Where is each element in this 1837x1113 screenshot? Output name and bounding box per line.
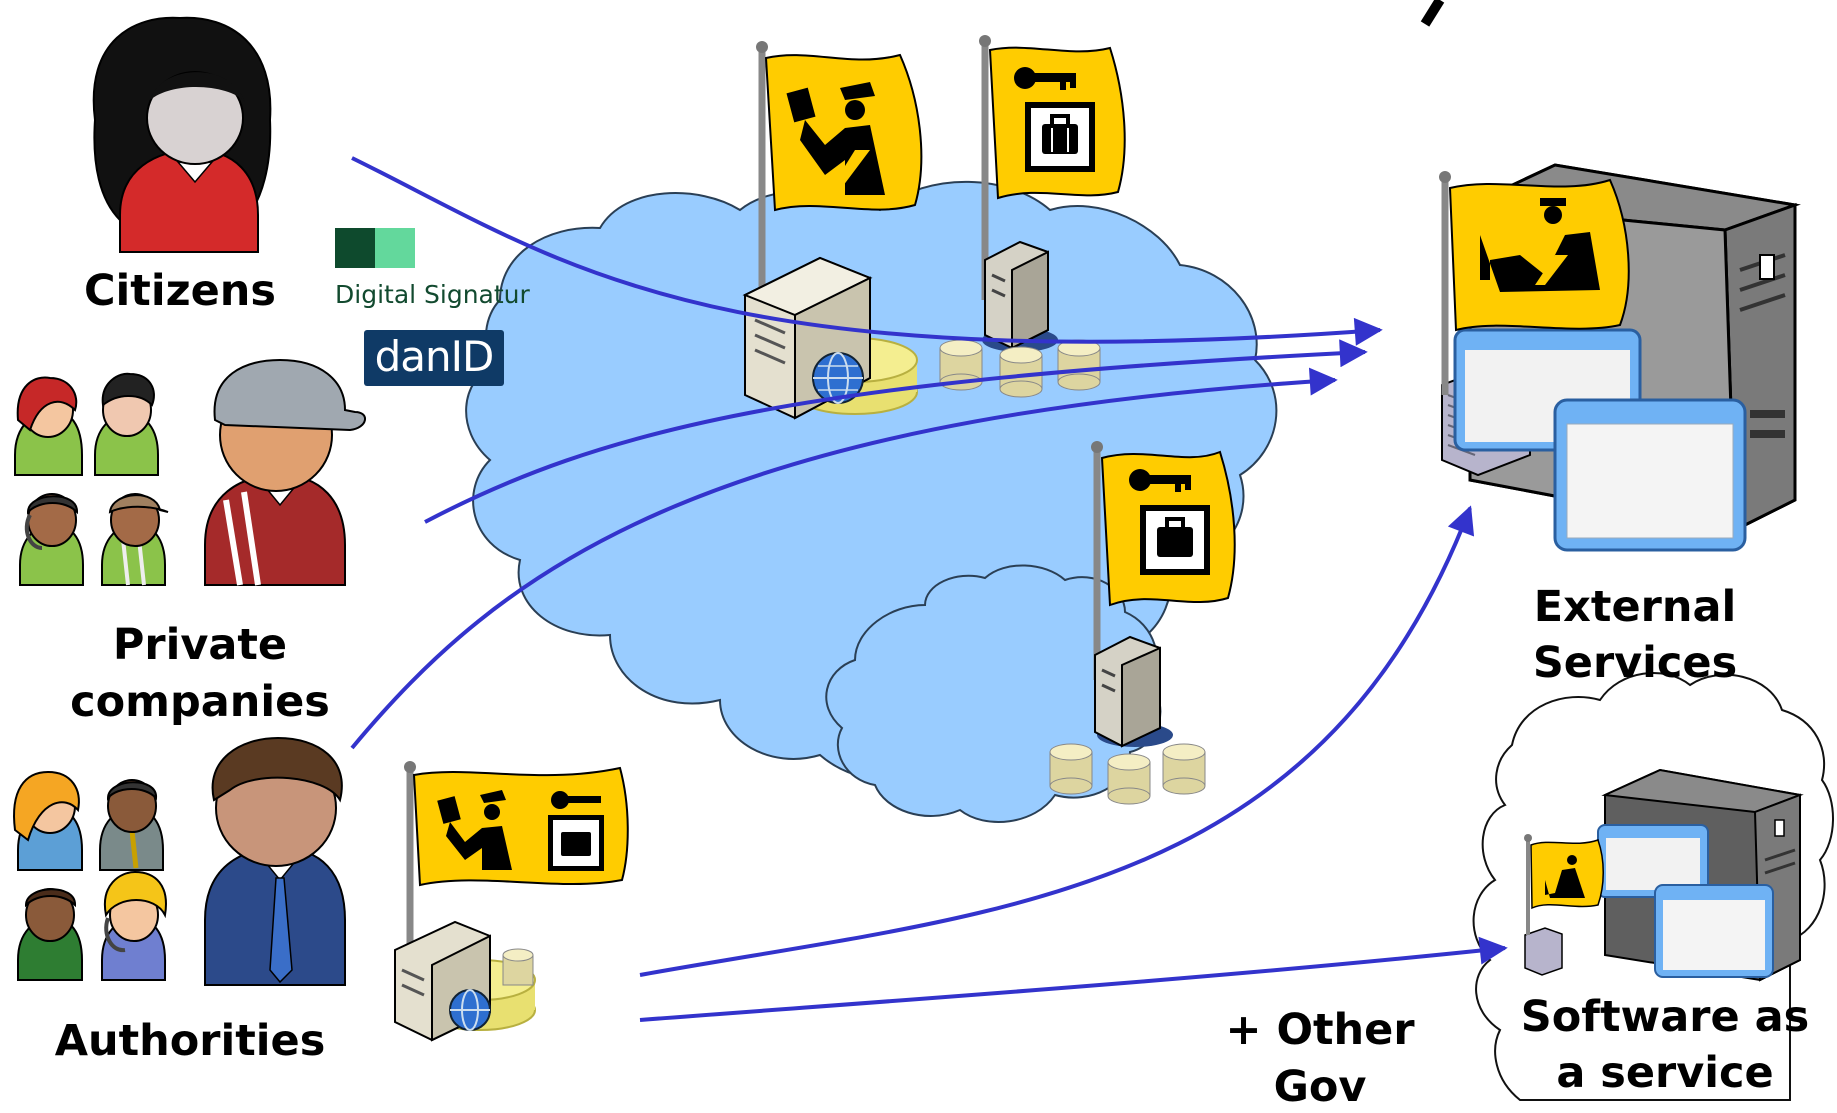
flow-arrows bbox=[350, 156, 1508, 1022]
label-other: + Other bbox=[1225, 1005, 1415, 1055]
danid-text: danID bbox=[374, 332, 495, 381]
digital-signatur-mark bbox=[335, 228, 415, 268]
label-software-as: Software as bbox=[1520, 992, 1810, 1042]
customs-officer-icon bbox=[786, 82, 885, 195]
luggage-icon bbox=[1025, 102, 1095, 172]
label-authorities: Authorities bbox=[54, 1016, 326, 1066]
arrow-server-external bbox=[639, 505, 1475, 977]
label-gov: Gov bbox=[1273, 1062, 1367, 1112]
digital-signatur-logo: Digital Signatur bbox=[335, 228, 545, 310]
label-private: Private bbox=[112, 620, 288, 670]
authority-server-icon bbox=[394, 920, 536, 1042]
luggage-flag-1 bbox=[979, 35, 1126, 300]
app-window-icon bbox=[1453, 328, 1747, 552]
arrow-authorities-1 bbox=[350, 367, 1338, 750]
danid-logo: danID bbox=[364, 330, 504, 386]
customs-flag-1 bbox=[756, 41, 923, 295]
globe-icon bbox=[812, 352, 864, 404]
customs-luggage-flag bbox=[404, 761, 629, 960]
authority-people-icons bbox=[13, 736, 346, 986]
label-citizens: Citizens bbox=[84, 266, 276, 316]
arrow-server-saas bbox=[639, 936, 1508, 1022]
label-a-service: a service bbox=[1556, 1048, 1774, 1098]
label-companies: companies bbox=[70, 677, 330, 727]
database-icons-2 bbox=[1049, 743, 1206, 805]
digital-signatur-text: Digital Signatur bbox=[335, 280, 530, 309]
tower-server-2 bbox=[1094, 635, 1173, 748]
arrow-companies bbox=[424, 339, 1368, 524]
tower-server-1 bbox=[982, 240, 1058, 352]
key-icon bbox=[1014, 67, 1076, 90]
company-people-icons bbox=[14, 358, 366, 586]
citizen-person-icon bbox=[92, 16, 272, 253]
label-external: External bbox=[1533, 582, 1737, 632]
database-icons-1 bbox=[939, 339, 1101, 398]
web-server-icon bbox=[742, 256, 918, 420]
cropped-glyph bbox=[1420, 0, 1445, 27]
saas-server bbox=[1524, 768, 1804, 982]
external-services-server bbox=[1439, 163, 1801, 552]
label-services: Services bbox=[1532, 638, 1738, 688]
arrow-citizens bbox=[351, 156, 1383, 346]
luggage-flag-2 bbox=[1091, 441, 1236, 680]
